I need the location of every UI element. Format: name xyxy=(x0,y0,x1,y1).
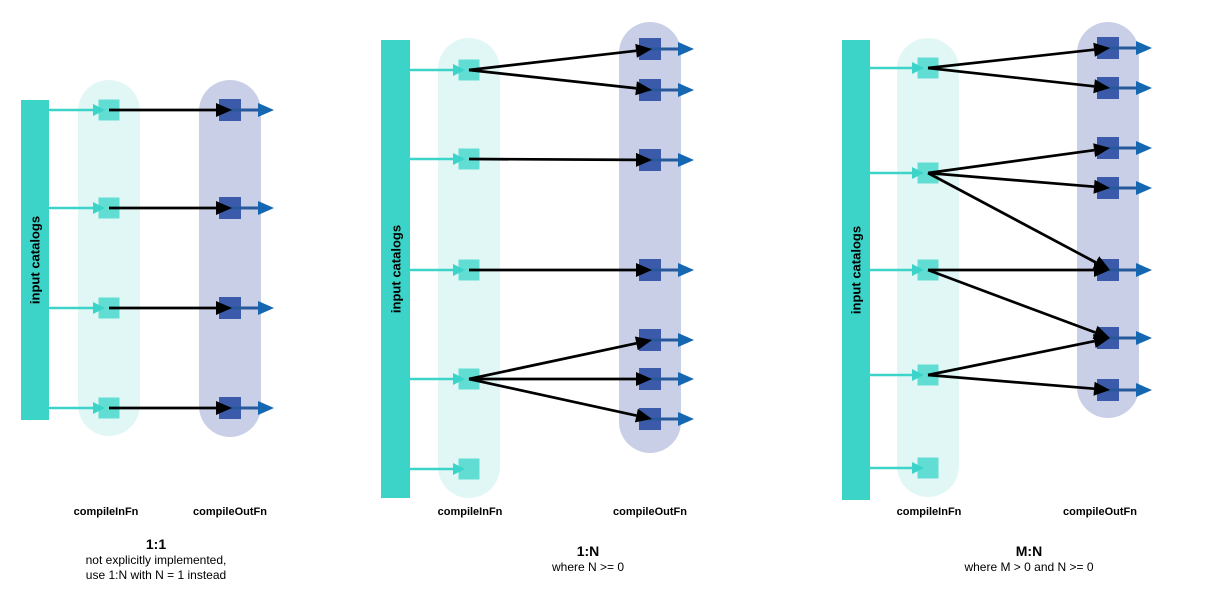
panel-title: 1:N xyxy=(576,543,600,559)
map-arrow-head xyxy=(216,301,232,315)
compile-out-zone xyxy=(1077,22,1139,418)
compile-out-fn-label: compileOutFn xyxy=(613,506,687,518)
map-arrow-head xyxy=(634,408,652,423)
map-arrow-head xyxy=(1093,179,1110,194)
exit-arrow-head xyxy=(1136,41,1152,55)
input-catalogs-label: input catalogs xyxy=(27,215,43,305)
map-arrow-line xyxy=(927,171,1095,189)
exit-arrow-head xyxy=(1136,263,1152,277)
compile-in-zone xyxy=(78,80,140,436)
input-node xyxy=(458,458,480,480)
exit-arrow-head xyxy=(678,42,694,56)
feed-arrow-head xyxy=(93,402,105,414)
feed-arrow-head xyxy=(453,264,465,276)
map-arrow-line xyxy=(927,373,1095,391)
map-arrow-head xyxy=(1094,263,1110,277)
exit-arrow-head xyxy=(678,333,694,347)
map-arrow-line xyxy=(927,48,1095,70)
input-catalogs-bar xyxy=(21,100,49,420)
exit-arrow-head xyxy=(258,103,274,117)
compile-out-zone xyxy=(199,80,261,437)
map-arrow-head xyxy=(1092,334,1110,348)
map-arrow-line xyxy=(927,339,1095,377)
map-arrow-head xyxy=(216,103,232,117)
map-arrow-head xyxy=(634,336,652,351)
feed-arrow-head xyxy=(912,264,924,276)
map-arrow-head xyxy=(216,401,232,415)
map-arrow-head xyxy=(635,81,652,96)
map-arrow-head xyxy=(1093,42,1110,57)
map-arrow-line xyxy=(468,68,637,90)
input-catalogs-bar xyxy=(842,40,870,500)
map-arrow-line xyxy=(927,171,1097,264)
feed-arrow-head xyxy=(912,462,924,474)
compile-out-fn-label: compileOutFn xyxy=(193,506,267,518)
subtitle-line: where N >= 0 xyxy=(551,560,625,574)
subtitle-line: use 1:N with N = 1 instead xyxy=(85,567,227,582)
compile-out-fn-label: compileOutFn xyxy=(1063,506,1137,518)
exit-arrow-head xyxy=(258,401,274,415)
map-arrow-head xyxy=(1093,381,1110,396)
feed-arrow-head xyxy=(453,373,465,385)
compile-in-fn-label: compileInFn xyxy=(896,506,962,518)
map-arrow-line xyxy=(468,49,637,72)
feed-arrow-head xyxy=(912,62,924,74)
exit-arrow-head xyxy=(258,301,274,315)
exit-arrow-head xyxy=(1136,383,1152,397)
map-arrow-line xyxy=(927,148,1095,175)
feed-arrow-head xyxy=(453,153,465,165)
feed-arrow-head xyxy=(93,104,105,116)
input-catalogs-label: input catalogs xyxy=(388,224,403,314)
map-arrow-line xyxy=(468,341,637,381)
caption-m-to-n: M:N where M > 0 and N >= 0 xyxy=(964,543,1093,575)
panel-subtitle: not explicitly implemented, use 1:N with… xyxy=(86,553,227,582)
feed-arrow-head xyxy=(453,64,465,76)
map-arrow-head xyxy=(216,201,232,215)
exit-arrow-head xyxy=(678,83,694,97)
compile-in-fn-label: compileInFn xyxy=(73,506,139,518)
exit-arrow-head xyxy=(1136,181,1152,195)
feed-arrow-head xyxy=(453,463,465,475)
map-arrow-line xyxy=(927,66,1095,88)
exit-arrow-head xyxy=(258,201,274,215)
exit-arrow-head xyxy=(1136,141,1152,155)
input-catalogs-label: input catalogs xyxy=(848,225,864,315)
feed-arrow-head xyxy=(93,202,105,214)
exit-arrow-head xyxy=(678,412,694,426)
feed-arrow-head xyxy=(93,302,105,314)
exit-arrow-head xyxy=(1136,81,1152,95)
compile-out-zone xyxy=(619,22,681,453)
subtitle-line: where M > 0 and N >= 0 xyxy=(964,560,1094,574)
input-node xyxy=(917,457,939,479)
panel-title: M:N xyxy=(1015,543,1043,559)
input-catalogs-bar xyxy=(381,40,410,498)
map-arrow-head xyxy=(636,152,652,167)
map-arrow-line xyxy=(927,268,1096,334)
panel-subtitle: where N >= 0 xyxy=(552,560,624,575)
compile-in-fn-label: compileInFn xyxy=(437,506,503,518)
map-arrow-head xyxy=(636,263,652,277)
subtitle-line: not explicitly implemented, xyxy=(85,553,227,567)
exit-arrow-head xyxy=(678,372,694,386)
exit-arrow-head xyxy=(678,153,694,167)
panel-subtitle: where M > 0 and N >= 0 xyxy=(964,560,1093,575)
feed-arrow-head xyxy=(912,369,924,381)
map-arrow-line xyxy=(468,377,637,417)
panel-title: 1:1 xyxy=(145,536,167,552)
map-arrow-head xyxy=(1093,143,1110,158)
map-arrow-head xyxy=(636,372,652,386)
caption-one-to-n: 1:N where N >= 0 xyxy=(552,543,624,575)
map-arrow-head xyxy=(635,43,652,58)
exit-arrow-head xyxy=(1136,331,1152,345)
feed-arrow-head xyxy=(912,167,924,179)
map-arrow-head xyxy=(1093,79,1110,94)
map-arrow-line xyxy=(468,157,637,162)
exit-arrow-head xyxy=(678,263,694,277)
caption-one-to-one: 1:1 not explicitly implemented, use 1:N … xyxy=(86,536,227,582)
